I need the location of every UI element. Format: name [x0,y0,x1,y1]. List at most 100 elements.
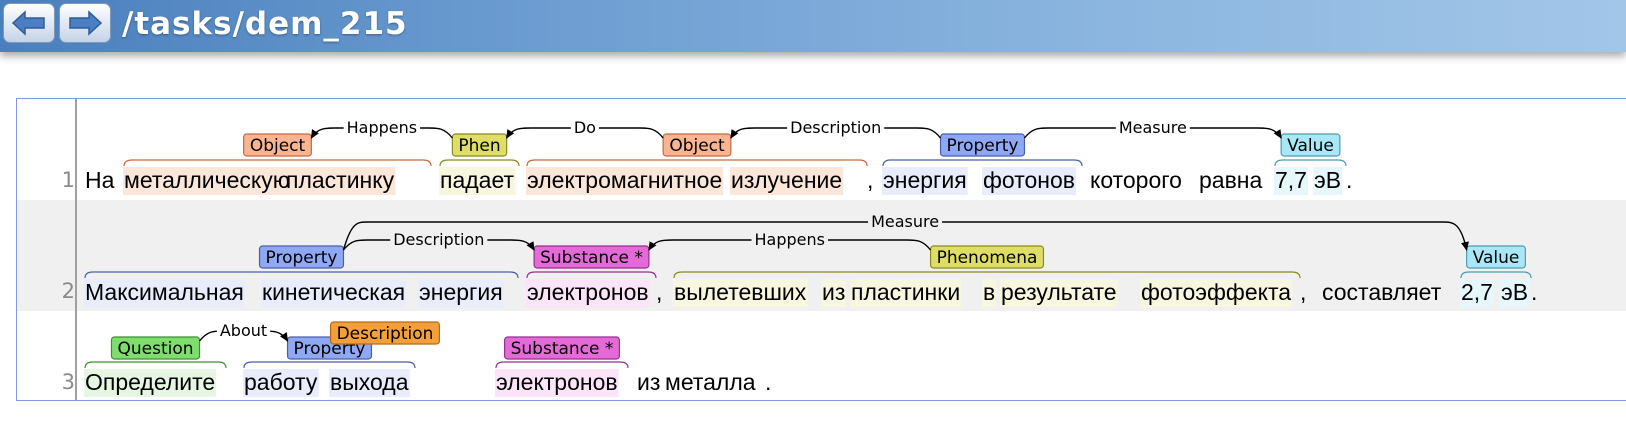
token: фотонов [983,167,1075,193]
relation-arc-description[interactable]: Description [730,117,942,139]
arc-label-bg [570,117,599,138]
token: фотоэффекта [1141,279,1291,305]
span-brace [84,361,227,369]
token: кинетическая [262,279,405,305]
arc-label-bg [868,211,943,232]
span-label-text: Phenomena [937,248,1038,268]
relation-arc-description[interactable]: Description [342,229,535,251]
span-label-object[interactable]: Object [526,133,868,167]
span-label-box [533,245,650,269]
token: 7,7 [1275,167,1307,193]
arc-label-bg [390,229,488,250]
token-highlight [850,279,962,307]
span-brace [495,361,629,369]
token: 2,7 [1461,279,1493,305]
span-label-text: Value [1287,136,1334,156]
span-label-box [451,133,508,157]
token: Определите [85,369,215,395]
token-highlight [329,369,410,397]
arc-label: Happens [754,230,824,249]
span-label-box [662,133,732,157]
line-number: 2 [61,279,75,303]
span-label-object[interactable]: Object [123,133,432,167]
line-number: 1 [61,168,75,192]
token: излучение [731,167,842,193]
arc-label: Happens [347,118,417,137]
span-label-box [1466,245,1526,269]
arc-label: Description [393,230,484,249]
span-brace [439,159,520,167]
span-label-text: Phen [458,136,500,156]
span-brace [123,159,432,167]
span-label-text: Question [117,339,193,359]
span-brace [526,159,868,167]
span-label-property[interactable]: Property [243,336,416,369]
token: которого [1090,167,1182,193]
span-label-box [504,336,620,360]
relation-arc-happens[interactable]: Happens [310,117,453,139]
token: . [765,369,771,395]
span-label-question[interactable]: Question [84,336,227,369]
span-label-text: Property [266,248,338,268]
span-label-box [329,321,441,345]
span-label-description[interactable]: Description [329,321,441,345]
token-highlight [84,279,245,307]
token-highlight [673,279,808,307]
span-label-substance[interactable]: Substance * [495,336,629,369]
token: составляет [1322,279,1442,305]
back-button[interactable] [3,3,55,43]
span-label-box [243,133,312,157]
arc-label-bg [216,320,271,341]
arc-label-bg [343,117,421,138]
token: работу [244,369,318,395]
arrow-right-icon [69,10,103,36]
line-number: 3 [61,370,75,394]
relation-arc-measure[interactable]: Measure [1023,117,1282,139]
token-highlight [526,279,650,307]
span-label-phenomena[interactable]: Phenomena [673,245,1301,279]
relation-arc-measure[interactable]: Measure [342,211,1469,251]
forward-button[interactable] [59,3,111,43]
span-label-property[interactable]: Property [882,133,1083,167]
token: металлическую [124,167,290,193]
span-brace [882,159,1083,167]
token: эВ [1501,279,1528,305]
arc-label-bg [787,117,885,138]
span-label-box [929,245,1045,269]
span-label-property[interactable]: Property [84,245,519,279]
span-label-text: Substance * [540,248,643,268]
token-highlight [821,279,847,307]
span-label-value[interactable]: Value [1274,133,1347,167]
token: , [1300,279,1306,305]
token-highlight [1140,279,1293,307]
token: , [867,167,873,193]
relation-arc-do[interactable]: Do [506,117,664,139]
span-label-box [1280,133,1341,157]
relation-arc-happens[interactable]: Happens [648,229,932,251]
token: выхода [330,369,409,395]
span-label-phen[interactable]: Phen [439,133,520,167]
token-highlight [261,279,407,307]
token-highlight [1000,279,1118,307]
relation-arc-about[interactable]: About [198,320,289,342]
token-highlight [439,167,516,195]
line-number-gutter: 1 2 3 [17,99,77,400]
span-brace [84,271,519,279]
token: энергия [883,167,967,193]
span-label-substance[interactable]: Substance * [526,245,657,279]
span-label-value[interactable]: Value [1460,245,1532,279]
arc-label: Measure [871,212,939,231]
token: эВ [1314,167,1341,193]
token: Максимальная [85,279,244,305]
token: равна [1199,167,1263,193]
arrow-left-icon [11,10,45,36]
token: электромагнитное [527,167,722,193]
span-label-box [258,245,345,269]
token-highlight [243,369,319,397]
span-label-box [939,133,1026,157]
token-highlight [1313,167,1343,195]
